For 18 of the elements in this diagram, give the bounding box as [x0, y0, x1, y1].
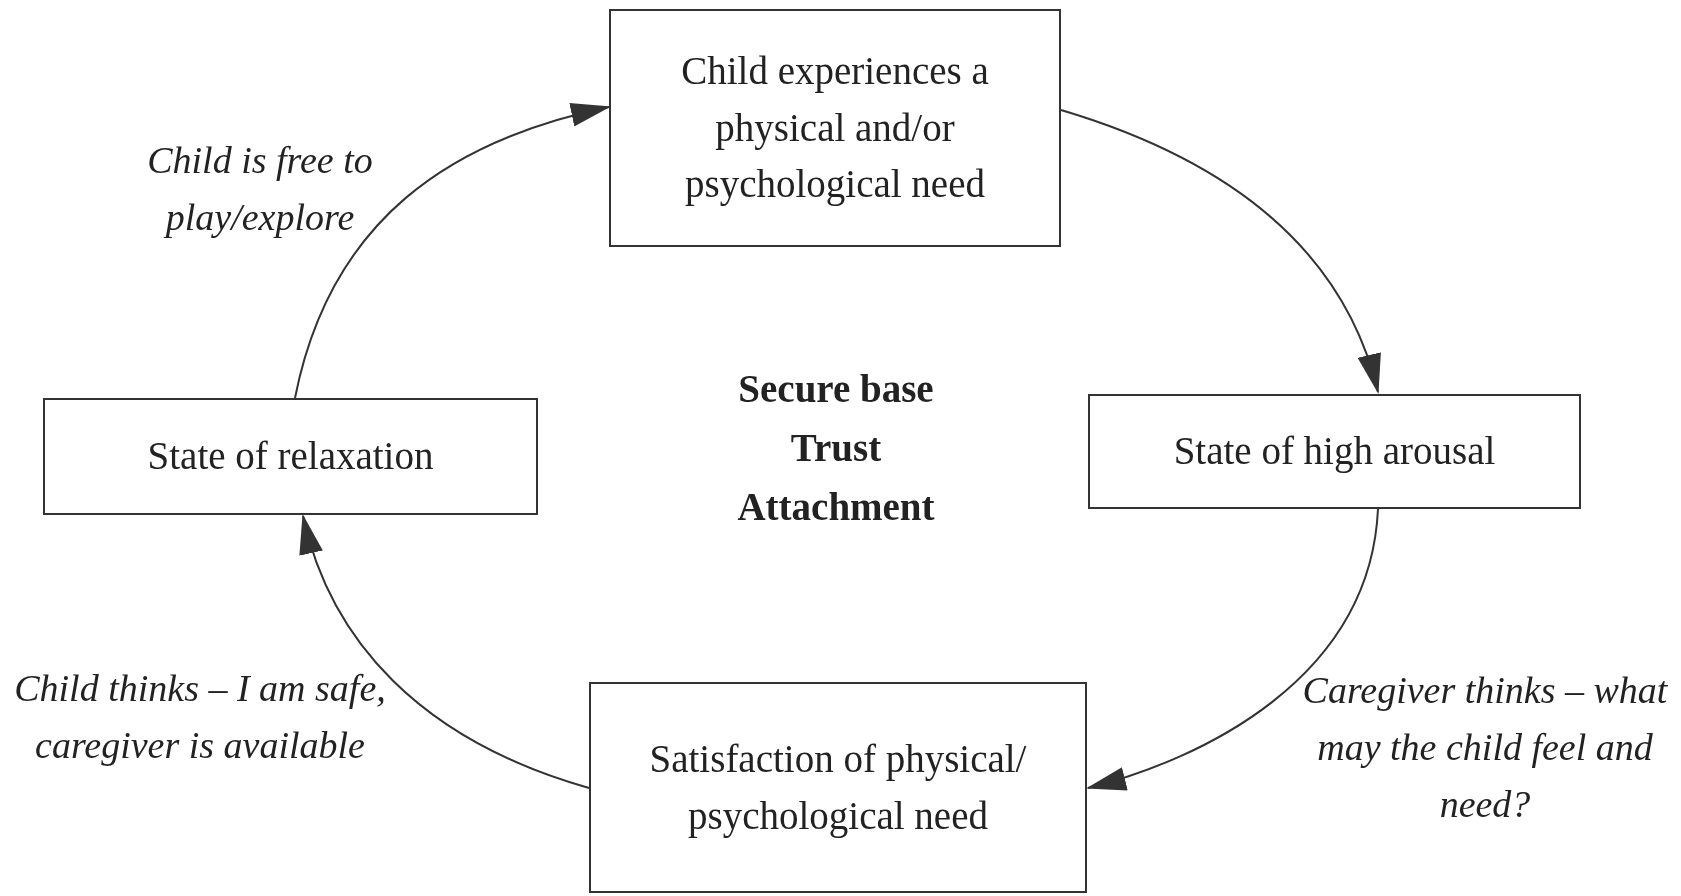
edge-label: Child is free to play/explore	[146, 138, 374, 240]
arrow	[1086, 508, 1379, 790]
box-text: Child experiences a physical and/or psychological need	[680, 48, 990, 208]
process-box	[43, 398, 538, 515]
edge-label: Child thinks – I am safe, caregiver is available	[13, 666, 387, 768]
center-label: Secure base	[737, 366, 935, 411]
arrow	[301, 514, 590, 789]
center-label: Attachment	[736, 484, 936, 529]
arrow	[1060, 109, 1379, 394]
box-text: State of relaxation	[147, 433, 434, 480]
process-box	[589, 682, 1087, 893]
arrow	[294, 104, 611, 399]
box-text: State of high arousal	[1173, 428, 1496, 475]
center-label: Trust	[789, 425, 883, 470]
process-box	[1088, 394, 1581, 509]
box-text: Satisfaction of physical/ psychological need	[648, 735, 1028, 840]
edge-label: Caregiver thinks – what may the child feel and need?	[1301, 668, 1669, 827]
process-box	[609, 9, 1061, 247]
